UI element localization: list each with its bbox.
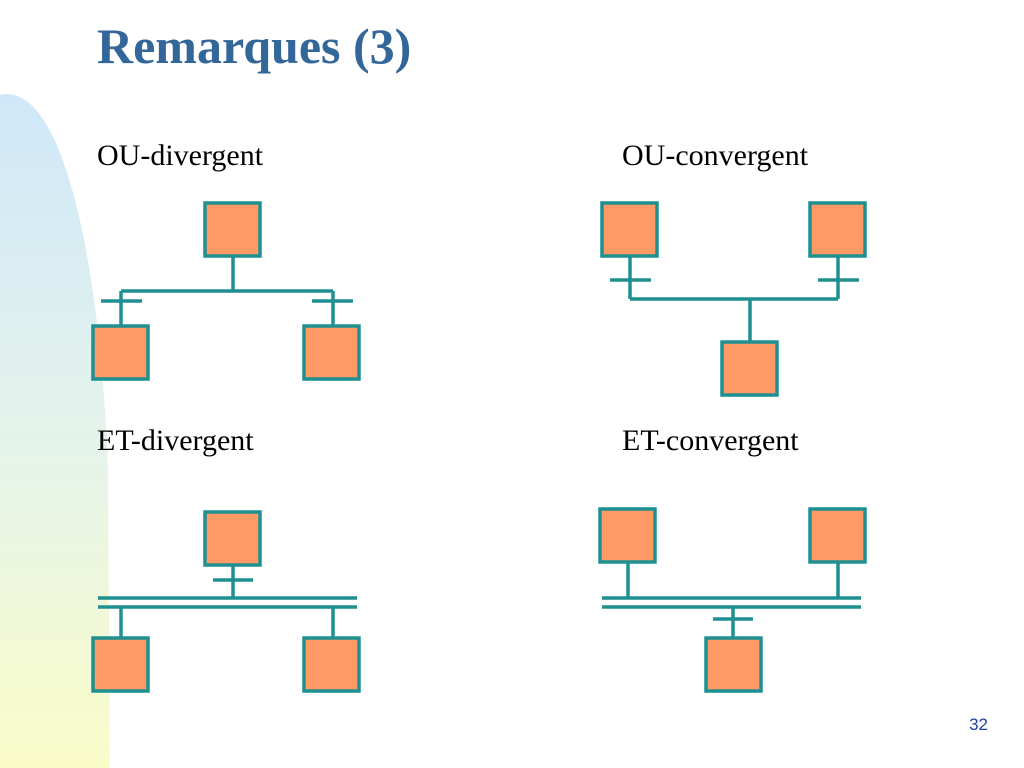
diagram-ou-convergent (600, 201, 867, 397)
step-box-right (302, 636, 361, 693)
label-et-convergent: ET-convergent (622, 424, 799, 457)
step-box-top (203, 201, 262, 258)
step-box-right (808, 507, 867, 564)
diagram-ou-divergent (91, 201, 361, 381)
step-box-left (600, 201, 659, 258)
label-ou-divergent: OU-divergent (97, 139, 264, 172)
step-box-bottom (720, 340, 779, 397)
step-box-bottom (704, 636, 763, 693)
step-box-left (91, 636, 150, 693)
diagram-et-convergent (598, 507, 867, 693)
step-box-top (203, 510, 262, 567)
step-box-left (91, 324, 150, 381)
step-box-right (808, 201, 867, 258)
slide-title: Remarques (3) (97, 18, 412, 74)
label-et-divergent: ET-divergent (97, 424, 254, 457)
diagram-et-divergent (91, 510, 361, 693)
step-box-left (598, 507, 657, 564)
background-curve-shape (0, 94, 110, 768)
label-ou-convergent: OU-convergent (622, 139, 809, 172)
page-number: 32 (969, 715, 988, 734)
step-box-right (302, 324, 361, 381)
